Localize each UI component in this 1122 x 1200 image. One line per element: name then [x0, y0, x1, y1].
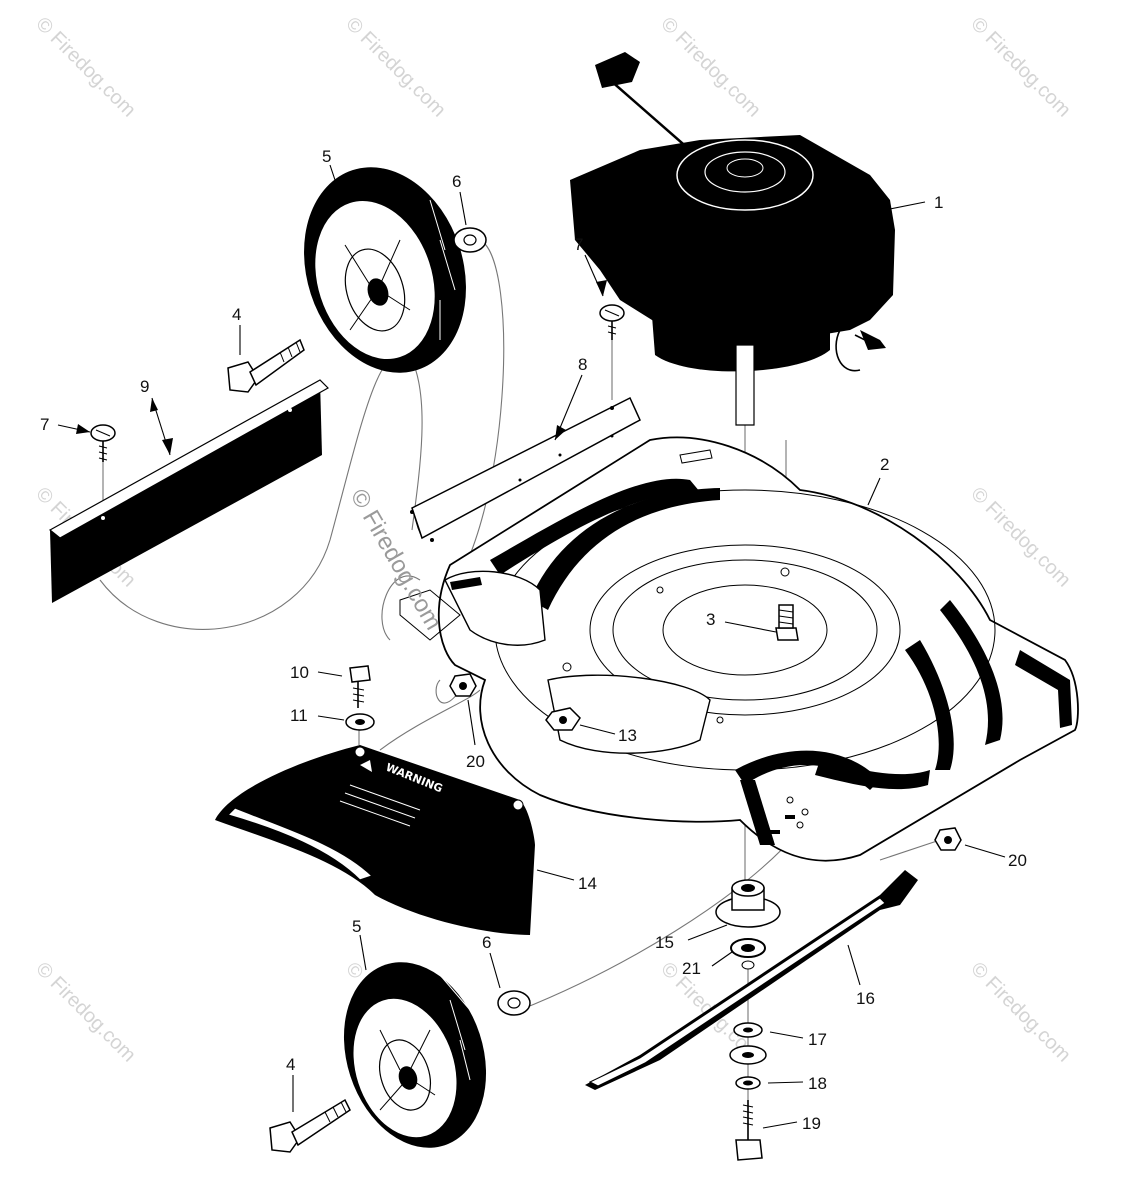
- watermark-2: © Firedog.com: [341, 13, 450, 122]
- watermark-4: © Firedog.com: [966, 13, 1075, 122]
- mower-blade: [585, 870, 918, 1090]
- engine: [570, 52, 895, 426]
- label-6-bottom: 6: [482, 933, 491, 952]
- axle-bolt-bottom: [269, 1098, 351, 1153]
- label-20-right: 20: [1008, 851, 1027, 870]
- wheel-bottom: [343, 962, 487, 1148]
- label-1: 1: [934, 193, 943, 212]
- label-5-top: 5: [322, 147, 331, 166]
- label-14: 14: [578, 874, 597, 893]
- label-13: 13: [618, 726, 637, 745]
- label-8: 8: [578, 355, 587, 374]
- bolt-3: [775, 604, 799, 641]
- label-15: 15: [655, 933, 674, 952]
- label-9: 9: [140, 377, 149, 396]
- watermark-1: © Firedog.com: [31, 13, 140, 122]
- deflector-shield: WARNING: [215, 745, 535, 935]
- label-16: 16: [856, 989, 875, 1008]
- wheel-top: [304, 167, 466, 373]
- label-3: 3: [706, 610, 715, 629]
- watermark-8: © Firedog.com: [31, 958, 140, 1067]
- blade-bolt-19: [735, 1100, 763, 1161]
- label-10: 10: [290, 663, 309, 682]
- washer-top: [453, 227, 487, 253]
- screw-left: [90, 424, 116, 462]
- part-labels: 1 2 3 4 4 5 5 6 6 7 7 8 9 10 11 13 14 15…: [40, 147, 1027, 1133]
- leader-arrowheads: [76, 280, 607, 455]
- label-19: 19: [802, 1114, 821, 1133]
- washer-bottom: [497, 990, 531, 1016]
- label-2: 2: [880, 455, 889, 474]
- label-4-top: 4: [232, 305, 241, 324]
- blade-adapter: [715, 879, 781, 928]
- label-20-left: 20: [466, 752, 485, 771]
- label-7-right: 7: [574, 235, 583, 254]
- nut-13: [545, 707, 581, 731]
- nut-20-right: [934, 827, 962, 851]
- nut-20-left: [449, 673, 477, 697]
- label-7-left: 7: [40, 415, 49, 434]
- label-17: 17: [808, 1030, 827, 1049]
- watermark-7: © Firedog.com: [966, 483, 1075, 592]
- label-11: 11: [290, 706, 308, 725]
- axle-bolt-top: [227, 338, 305, 393]
- label-4-bottom: 4: [286, 1055, 295, 1074]
- label-5-bottom: 5: [352, 917, 361, 936]
- watermark-11: © Firedog.com: [966, 958, 1075, 1067]
- rear-flap: [48, 379, 329, 603]
- label-21: 21: [682, 959, 701, 978]
- screw-right: [599, 304, 625, 340]
- label-6-top: 6: [452, 172, 461, 191]
- watermark-3: © Firedog.com: [656, 13, 765, 122]
- mower-deck: [399, 436, 1079, 862]
- label-18: 18: [808, 1074, 827, 1093]
- bolt-10: [349, 665, 371, 708]
